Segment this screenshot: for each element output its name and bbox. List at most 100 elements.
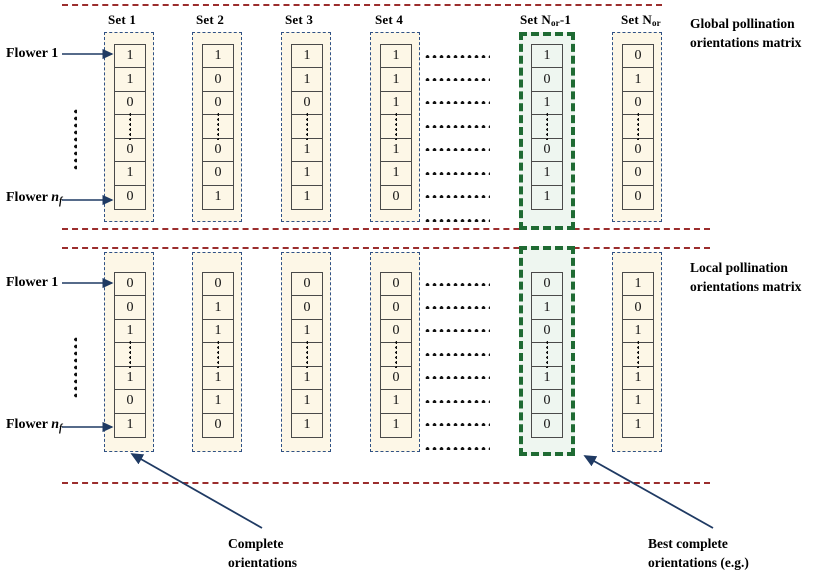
local-cell-1-r1[interactable]: 0 [115,296,145,320]
complete-orientations-annotation: Complete orientations [228,534,297,572]
global-cell-1-r5[interactable]: 1 [115,162,145,186]
local-cell-1-r3[interactable] [115,343,145,367]
global-cell-2-r0[interactable]: 1 [203,45,233,69]
local-cell-nor-minus-1-r5[interactable]: 0 [532,390,562,414]
global-cell-1-r4[interactable]: 0 [115,139,145,163]
local-cell-2-r4[interactable]: 1 [203,367,233,391]
local-cell-nor-minus-1-r1[interactable]: 1 [532,296,562,320]
global-cell-nor-r0[interactable]: 0 [623,45,653,69]
local-cell-2-r5[interactable]: 1 [203,390,233,414]
global-cell-nor-r4[interactable]: 0 [623,139,653,163]
global-cell-3-r5[interactable]: 1 [292,162,322,186]
local-cell-3-r3[interactable] [292,343,322,367]
global-flower-last-prefix: Flower [6,190,52,205]
local-cell-4-r5[interactable]: 1 [381,390,411,414]
global-cell-4-r6[interactable]: 0 [392,189,400,205]
local-cell-nor-r1[interactable]: 0 [623,296,653,320]
local-cell-1-r0[interactable]: 0 [115,273,145,297]
global-cell-4-r5[interactable]: 1 [381,162,411,186]
local-cell-4-r0[interactable]: 0 [381,273,411,297]
global-cell-nor-minus-1-r1[interactable]: 0 [532,68,562,92]
global-cell-2-r3[interactable] [203,115,233,139]
global-cell-1-r6[interactable]: 0 [126,189,134,205]
local-cell-3-r0[interactable]: 0 [292,273,322,297]
local-cell-4-r6[interactable]: 1 [392,417,400,433]
local-cell-4-r3[interactable] [381,343,411,367]
global-cell-3-r1[interactable]: 1 [292,68,322,92]
global-cell-2-r5[interactable]: 0 [203,162,233,186]
local-cell-4-r1[interactable]: 0 [381,296,411,320]
local-cell-nor-minus-1-r3[interactable] [532,343,562,367]
global-cell-4-r4[interactable]: 1 [381,139,411,163]
global-cell-nor-minus-1-r4[interactable]: 0 [532,139,562,163]
local-cell-nor-r0[interactable]: 1 [623,273,653,297]
global-cell-1-r1[interactable]: 1 [115,68,145,92]
global-cell-1-r3[interactable] [115,115,145,139]
global-cell-3-r4[interactable]: 1 [292,139,322,163]
separator-mid-1 [62,228,710,230]
global-cell-2-r6[interactable]: 1 [214,189,222,205]
global-flower-1-label: Flower 1 [6,46,58,62]
global-cell-4-r3[interactable] [381,115,411,139]
global-cell-nor-minus-1-r5[interactable]: 1 [532,162,562,186]
global-cell-3-r0[interactable]: 1 [292,45,322,69]
global-cell-nor-minus-1-r6[interactable]: 1 [543,189,551,205]
local-cell-nor-r3[interactable] [623,343,653,367]
local-cell-1-r6[interactable]: 1 [126,417,134,433]
local-cell-2-r0[interactable]: 0 [203,273,233,297]
local-cell-2-r3[interactable] [203,343,233,367]
local-cell-nor-r4[interactable]: 1 [623,367,653,391]
best-annotation-line-2: orientations (e.g.) [648,555,749,570]
set-title-nor-minus-1-sub: or [550,18,560,28]
global-cell-3-r6[interactable]: 1 [303,189,311,205]
local-cell-nor-minus-1-r6[interactable]: 0 [543,417,551,433]
arrow-complete-orientations [130,453,263,529]
global-cell-1-r0[interactable]: 1 [115,45,145,69]
continuation-dots-row-5 [424,171,490,175]
local-cell-3-r4[interactable]: 1 [292,367,322,391]
continuation-dots-row-1 [424,305,490,309]
global-cell-4-r0[interactable]: 1 [381,45,411,69]
local-flower-1-label: Flower 1 [6,275,58,291]
local-cell-4-r4[interactable]: 0 [381,367,411,391]
local-cell-nor-minus-1-r0[interactable]: 0 [532,273,562,297]
global-matrix-caption: Global pollination orientations matrix [690,14,801,52]
global-cell-nor-minus-1-r3[interactable] [532,115,562,139]
global-cell-nor-r1[interactable]: 1 [623,68,653,92]
best-complete-orientations-annotation: Best complete orientations (e.g.) [648,534,749,572]
global-cell-nor-r6[interactable]: 0 [634,189,642,205]
set-title-1: Set 1 [108,12,137,27]
local-cell-1-r5[interactable]: 0 [115,390,145,414]
local-caption-line-1: Local pollination [690,260,788,275]
global-cell-4-r1[interactable]: 1 [381,68,411,92]
local-cell-nor-minus-1-r4[interactable]: 1 [532,367,562,391]
global-cell-3-r3[interactable] [292,115,322,139]
global-cell-2-r4[interactable]: 0 [203,139,233,163]
global-cell-nor-r3[interactable] [623,115,653,139]
local-cell-3-r5[interactable]: 1 [292,390,322,414]
local-cell-3-r1[interactable]: 0 [292,296,322,320]
local-cell-2-r1[interactable]: 1 [203,296,233,320]
set-title-nor-sub: or [651,18,661,28]
local-cell-1-r4[interactable]: 1 [115,367,145,391]
continuation-dots-row-2 [424,329,490,333]
global-cell-2-r1[interactable]: 0 [203,68,233,92]
global-cell-nor-minus-1-r0[interactable]: 1 [532,45,562,69]
global-cell-nor-r5[interactable]: 0 [623,162,653,186]
local-cell-2-r6[interactable]: 0 [214,417,222,433]
local-cell-nor-r6[interactable]: 1 [634,417,642,433]
local-cell-3-r6[interactable]: 1 [303,417,311,433]
local-cell-nor-r5[interactable]: 1 [623,390,653,414]
